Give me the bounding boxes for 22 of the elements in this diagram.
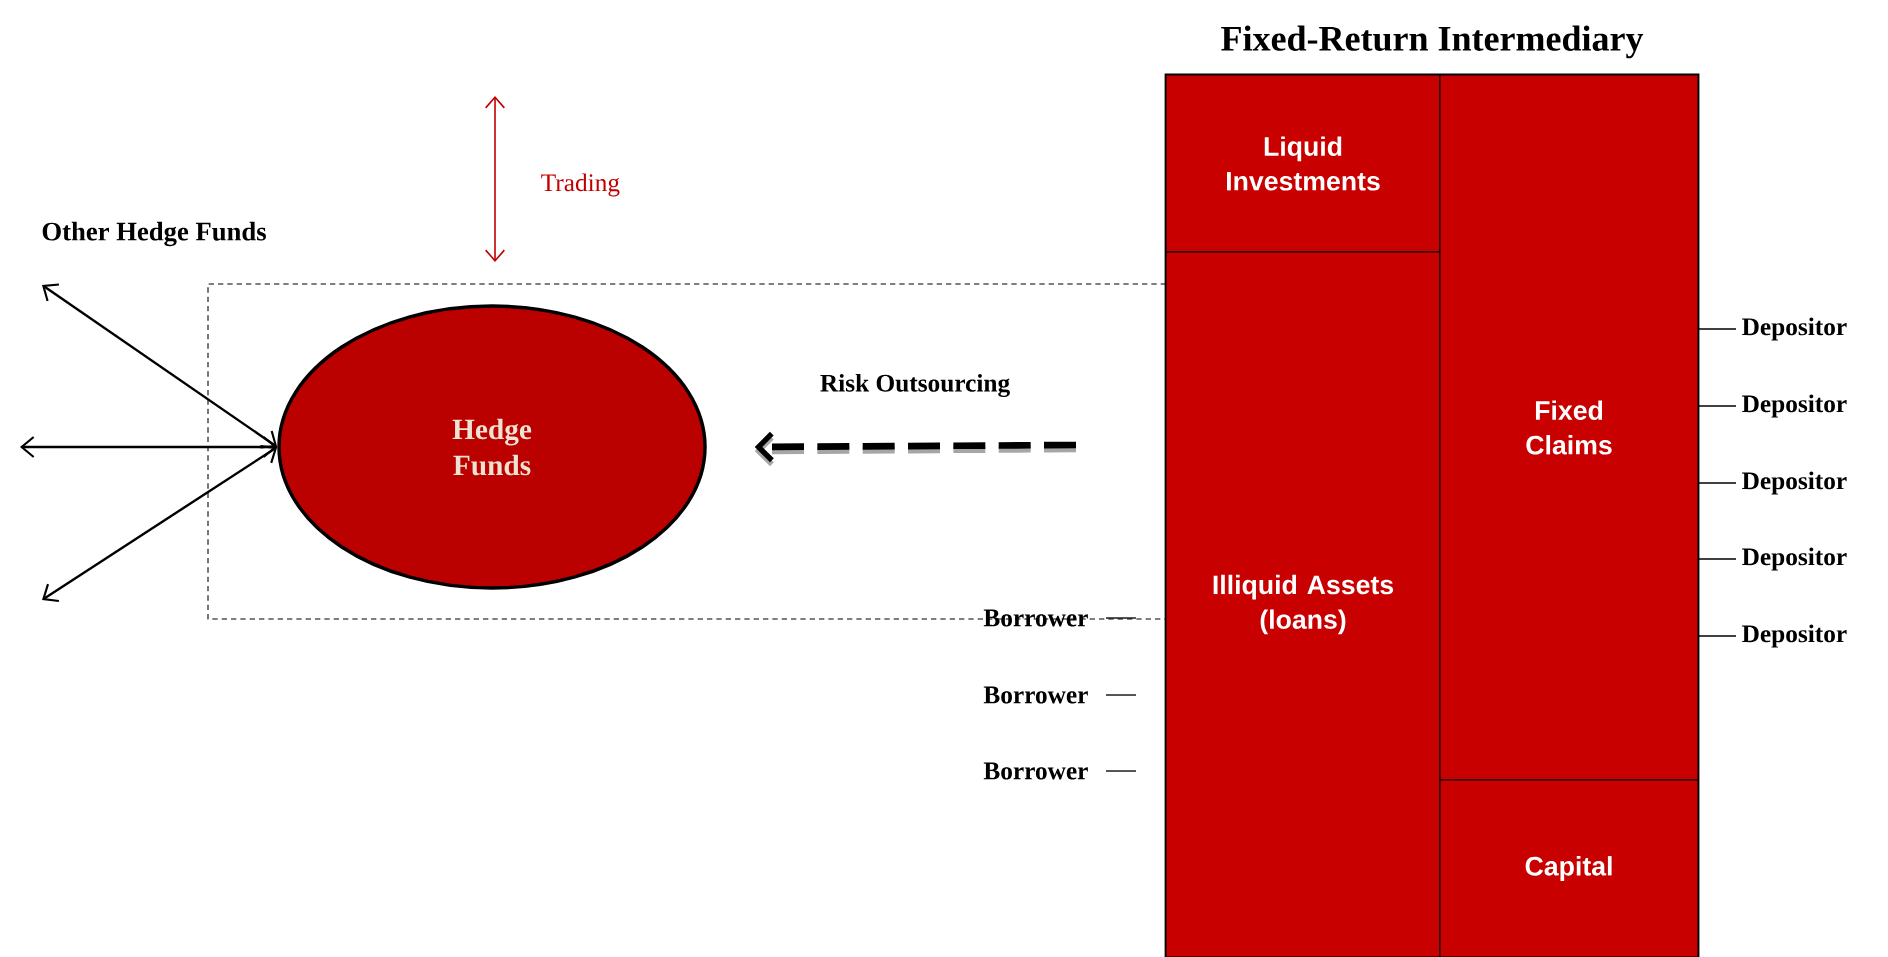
depositor-label: Depositor xyxy=(1742,317,1847,341)
depositor-label: Depositor xyxy=(1742,471,1847,495)
arrow xyxy=(42,445,278,602)
activity-label: Trading xyxy=(541,173,620,197)
depositor-label: Depositor xyxy=(1742,394,1847,418)
node-label: Illiquid Assets (loans) xyxy=(1213,574,1394,635)
depositor-label: Depositor xyxy=(1742,547,1847,571)
depositor-label: Depositor xyxy=(1742,624,1847,648)
borrower-label: Borrower xyxy=(983,686,1088,704)
connector-line xyxy=(1697,558,1737,560)
connector-line xyxy=(1697,328,1737,330)
group-label: Other Hedge Funds xyxy=(42,221,266,247)
balance-sheet-cell: Capital xyxy=(1439,779,1699,957)
balance-sheet-cell: Liquid Investments xyxy=(1165,74,1441,253)
borrower-label: Borrower xyxy=(983,762,1088,780)
node-label: Fixed-Return Intermediary xyxy=(1221,25,1644,59)
connector-line xyxy=(1697,405,1737,407)
connector-line xyxy=(1697,482,1737,484)
edge-label: Risk Outsourcing xyxy=(817,371,1013,400)
borrower-label: Borrower xyxy=(983,609,1088,627)
connector-line xyxy=(1697,635,1737,637)
arrow xyxy=(42,283,278,449)
